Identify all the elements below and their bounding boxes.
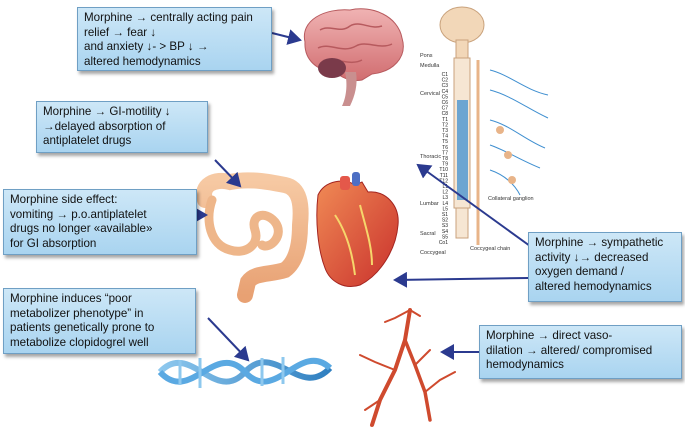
intestine-illustration — [204, 180, 301, 295]
sympathetic-activity-box: Morphine → sympathetic activity ↓→ decre… — [528, 232, 682, 302]
brain-illustration — [304, 9, 403, 106]
box-line: altered hemodynamics — [535, 280, 675, 295]
spine-region-label: Pons — [420, 53, 433, 59]
box-line: metabolizer phenotype” in — [10, 307, 189, 322]
blood-vessel-illustration — [360, 310, 455, 425]
vasodilation-box: Morphine → direct vaso- dilation → alter… — [479, 325, 682, 379]
box-line: oxygen demand / — [535, 265, 675, 280]
gi-motility-box: Morphine → GI-motility ↓ →delayed absorp… — [36, 101, 208, 153]
spinal-cord-illustration — [440, 7, 548, 245]
box-line: Morphine → GI-motility ↓ — [43, 105, 201, 120]
box-line: antiplatelet drugs — [43, 134, 201, 149]
spine-region-label: Coccygeal — [420, 250, 446, 256]
box-line: metabolize clopidogrel well — [10, 336, 189, 351]
box-line: hemodynamics — [486, 358, 675, 373]
box-line: Morphine → direct vaso- — [486, 329, 675, 344]
box-line: and anxiety ↓- > BP ↓ → — [84, 40, 265, 55]
box-line: drugs no longer «available» — [10, 222, 190, 237]
box-line: activity ↓→ decreased — [535, 251, 675, 266]
spine-region-label: Sacral — [420, 231, 436, 237]
heart-illustration — [317, 172, 398, 286]
box-line: altered hemodynamics — [84, 55, 265, 70]
vomiting-side-effect-box: Morphine side effect: vomiting → p.o.ant… — [3, 189, 197, 255]
box-line: for GI absorption — [10, 237, 190, 252]
box-line: →delayed absorption of — [43, 120, 201, 135]
collateral-ganglion-label: Collateral ganglion — [488, 196, 534, 202]
box-line: vomiting → p.o.antiplatelet — [10, 208, 190, 223]
box-line: Morphine → sympathetic — [535, 236, 675, 251]
spine-segment-labels: C1C2C3C4C5C6C7C8T1T2T3T4T5T6T7T8T9T10T11… — [439, 72, 534, 252]
box-line: Morphine → centrally acting pain — [84, 11, 265, 26]
poor-metabolizer-box: Morphine induces “poor metabolizer pheno… — [3, 288, 196, 354]
box-line: patients genetically prone to — [10, 321, 189, 336]
brain-effect-box: Morphine → centrally acting pain relief … — [77, 7, 272, 71]
spine-region-label: Medulla — [420, 63, 440, 69]
spine-region-label: Cervical — [420, 91, 440, 97]
box-line: Morphine induces “poor — [10, 292, 189, 307]
box-line: Morphine side effect: — [10, 193, 190, 208]
box-line: relief → fear ↓ — [84, 26, 265, 41]
spine-region-label: Lumbar — [420, 201, 439, 207]
dna-illustration — [160, 357, 330, 388]
box-line: dilation → altered/ compromised — [486, 344, 675, 359]
coccygeal-chain-label: Coccygeal chain — [470, 246, 510, 252]
spine-region-label: Thoracic — [420, 154, 441, 160]
spine-segment-label: Co1 — [439, 240, 448, 246]
